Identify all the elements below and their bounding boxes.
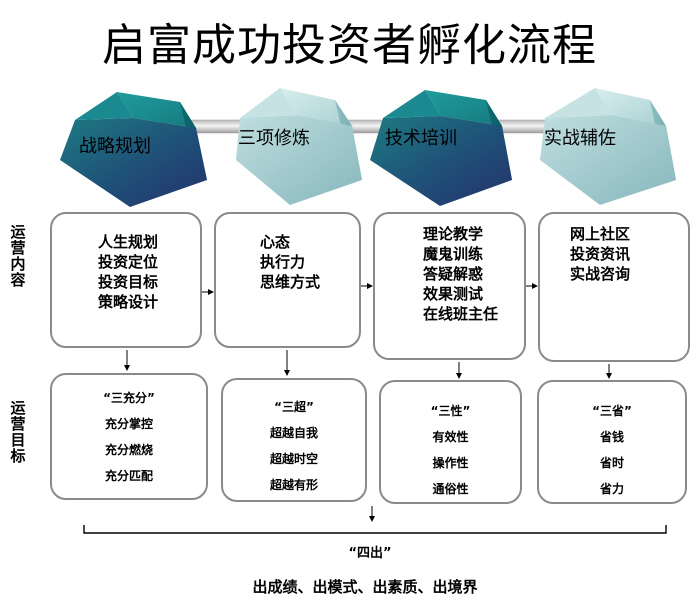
content-item: 投资资讯 [570,245,631,263]
content-item: 投资目标 [98,273,159,291]
goal-item: 超越自我 [269,426,318,440]
page-title: 启富成功投资者孵化流程 [102,20,597,71]
content-box-3: 理论教学 魔鬼训练 答疑解惑 效果测试 在线班主任 [373,212,526,360]
goal-item: 充分匹配 [104,469,153,483]
goal-item: 超越时空 [269,452,318,466]
stage-cube-1 [60,92,207,207]
goal-item: 充分燃烧 [104,443,153,457]
goal-item: 省力 [599,482,624,496]
content-item: 网上社区 [570,225,631,243]
stage-label-2: 三项修炼 [238,128,310,149]
stage-cubes [60,88,676,207]
content-item: 答疑解惑 [423,265,484,283]
stage-label-1: 战略规划 [79,136,151,157]
stage-label-4: 实战辅佐 [544,128,616,149]
goal-heading: “三超” [274,400,314,414]
summary-bracket [83,525,667,534]
content-item: 魔鬼训练 [423,245,484,263]
content-box-4: 网上社区 投资资讯 实战咨询 [538,212,690,362]
goal-item: 操作性 [432,456,469,470]
goal-box-1: “三充分” 充分掌控 充分燃烧 充分匹配 [50,373,208,500]
goal-item: 省时 [599,456,624,470]
content-item: 理论教学 [423,225,484,243]
row-label-goals: 运 营 目 标 [10,399,26,465]
goal-item: 有效性 [432,430,469,444]
stage-cube-2 [236,88,362,205]
goal-heading: “三性” [430,404,471,418]
content-item: 思维方式 [260,273,321,291]
content-item: 实战咨询 [570,265,631,283]
stage-cube-4 [540,88,676,205]
content-item: 人生规划 [98,233,159,251]
content-box-1: 人生规划 投资定位 投资目标 策略设计 [50,212,202,348]
stage-label-3: 技术培训 [385,128,457,149]
goal-heading: “三充分” [103,391,155,405]
content-item: 投资定位 [98,253,159,271]
summary-text: 出成绩、出模式、出素质、出境界 [252,578,478,596]
goal-box-2: “三超” 超越自我 超越时空 超越有形 [221,378,367,502]
stage-cube-3 [370,90,512,206]
goal-item: 通俗性 [432,482,469,496]
content-item: 效果测试 [423,285,484,303]
goal-item: 充分掌控 [104,417,153,431]
row-label-content: 运 营 内 容 [10,223,26,289]
content-item: 在线班主任 [423,305,499,323]
summary-label: “四出” [348,546,392,561]
content-item: 执行力 [260,253,306,271]
goal-item: 省钱 [599,430,624,444]
content-item: 心态 [260,233,291,251]
goal-item: 超越有形 [269,478,318,492]
content-item: 策略设计 [98,293,159,311]
goal-box-3: “三性” 有效性 操作性 通俗性 [379,380,522,504]
goal-heading: “三省” [592,404,632,418]
goal-box-4: “三省” 省钱 省时 省力 [537,380,687,504]
content-box-2: 心态 执行力 思维方式 [214,212,361,348]
